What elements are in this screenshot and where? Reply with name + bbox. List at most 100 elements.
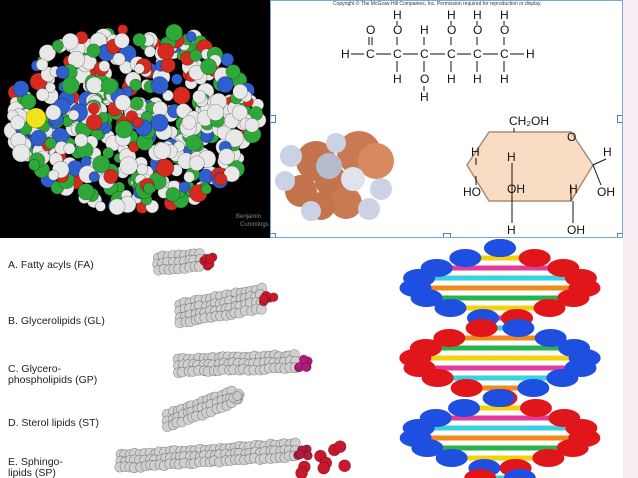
atom-h: H — [341, 47, 350, 61]
protein-atom — [77, 183, 95, 201]
protein-atom — [85, 114, 103, 131]
atom-h: H — [393, 72, 402, 86]
protein-atom — [55, 65, 70, 80]
dna-backbone-sugar — [533, 299, 566, 317]
atom-o: O — [447, 23, 456, 37]
protein-atom — [136, 163, 149, 176]
dna-backbone-phosphate — [503, 469, 536, 478]
headgroup-atom — [338, 459, 351, 473]
protein-atom — [119, 156, 138, 175]
resize-handle-bottom-left[interactable] — [271, 233, 276, 237]
protein-atom — [11, 143, 31, 163]
dna-backbone-phosphate — [502, 319, 535, 337]
protein-atom — [144, 45, 156, 58]
atom-h: H — [420, 23, 429, 37]
atom-oh: OH — [597, 185, 615, 199]
atom-o: O — [393, 23, 402, 37]
protein-atom — [103, 169, 119, 184]
resize-handle-left[interactable] — [271, 115, 276, 123]
atom-o: O — [420, 72, 429, 86]
protein-atom — [232, 83, 248, 100]
atom-h: H — [447, 72, 456, 86]
protein-atom — [143, 182, 155, 195]
protein-atom — [150, 76, 169, 95]
dna-backbone-sugar — [421, 369, 454, 387]
dna-backbone-sugar — [557, 289, 590, 307]
lipid-headgroup-atom — [295, 449, 306, 460]
dna-backbone-phosphate — [482, 389, 515, 407]
protein-atom — [216, 76, 234, 93]
dna-backbone-phosphate — [546, 369, 579, 387]
atom-h: H — [603, 145, 612, 159]
protein-atom — [10, 115, 25, 130]
lipid-headgroup-atom — [232, 391, 243, 401]
dna-backbone-sugar — [519, 399, 552, 417]
atom-h: H — [500, 72, 509, 86]
protein-atom — [114, 32, 130, 49]
protein-atom — [189, 49, 202, 62]
dna-backbone-phosphate — [534, 329, 567, 347]
protein-atom — [160, 57, 176, 73]
protein-atom — [231, 104, 248, 121]
protein-atom — [114, 120, 134, 139]
linear-sugar-acid-structure: H H H H O O H O O O H C C C C C C H H O … — [341, 8, 535, 104]
atom-h: H — [473, 72, 482, 86]
atom-c: C — [420, 47, 429, 61]
dna-backbone-phosphate — [517, 379, 550, 397]
glucose-ring-structure: CH₂OH O H H H HO OH H OH H OH — [463, 114, 615, 237]
protein-atom — [214, 172, 228, 186]
protein-atom — [172, 86, 191, 105]
protein-atom — [102, 147, 114, 159]
protein-atom — [45, 82, 56, 93]
protein-atom — [181, 115, 197, 130]
resize-handle-right[interactable] — [617, 115, 622, 123]
protein-atom — [153, 142, 172, 160]
protein-atom — [165, 23, 183, 42]
atom-c: C — [473, 47, 482, 61]
ring-oxygen: O — [567, 130, 576, 144]
protein-atom — [114, 94, 132, 111]
protein-atom — [68, 109, 80, 121]
dna-backbone-sugar — [450, 379, 483, 397]
dna-backbone-sugar — [532, 449, 565, 467]
protein-atom — [171, 73, 183, 86]
protein-atom — [189, 155, 205, 172]
protein-atom — [74, 133, 88, 148]
protein-watermark-line1: Benjamin — [236, 214, 262, 220]
protein-atom — [98, 60, 111, 73]
dna-backbone-phosphate — [410, 289, 443, 307]
protein-atom — [38, 44, 57, 62]
protein-atom — [165, 187, 181, 202]
dna-helix — [399, 239, 601, 478]
protein-atom — [225, 128, 244, 148]
atom-h: H — [393, 8, 402, 22]
headgroup-atom — [295, 466, 308, 478]
ch2oh-label: CH₂OH — [509, 114, 549, 128]
protein-atom — [200, 58, 218, 75]
atom-oh: OH — [567, 223, 585, 237]
resize-handle-bottom[interactable] — [443, 233, 451, 237]
atom-ho: HO — [463, 185, 481, 199]
protein-atom — [225, 64, 241, 80]
atom-h: H — [447, 8, 456, 22]
protein-atom — [35, 58, 49, 71]
dna-backbone-sugar — [556, 439, 589, 457]
protein-atom — [112, 52, 126, 66]
atom-h: H — [500, 8, 509, 22]
atom-h: H — [471, 145, 480, 159]
atom-h: H — [420, 90, 429, 104]
atom-oh: OH — [507, 182, 525, 196]
lipid-label-sphingolipids: E. Sphingo- lipids (SP) — [8, 456, 63, 478]
protein-atom — [178, 181, 191, 193]
protein-atom — [185, 31, 197, 43]
protein-atom — [155, 158, 175, 177]
headgroup-atom — [333, 440, 347, 453]
lipid-headgroup-atom — [301, 362, 311, 372]
lipid-label-fatty-acyls: A. Fatty acyls (FA) — [8, 259, 94, 271]
protein-atom — [133, 63, 145, 75]
sulfur-atom — [25, 107, 47, 129]
protein-atom — [87, 102, 100, 115]
resize-handle-bottom-right[interactable] — [617, 233, 622, 237]
atom-o: O — [473, 23, 482, 37]
copyright-notice: Copyright © The McGraw-Hill Companies, I… — [333, 1, 542, 7]
